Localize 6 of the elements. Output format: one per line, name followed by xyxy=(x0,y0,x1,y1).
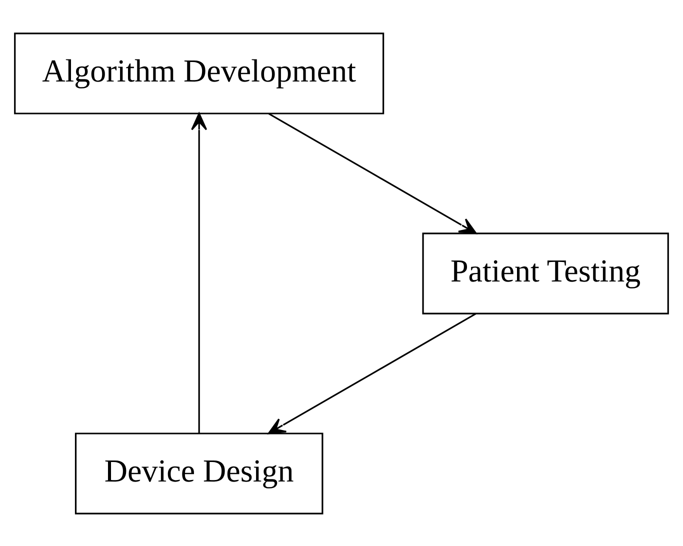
arrow xyxy=(191,112,208,432)
arrow xyxy=(268,312,476,434)
node-box: Algorithm Development xyxy=(14,32,384,114)
node-box: Device Design xyxy=(74,432,324,514)
node-box: Patient Testing xyxy=(422,232,669,314)
arrow xyxy=(268,112,477,234)
